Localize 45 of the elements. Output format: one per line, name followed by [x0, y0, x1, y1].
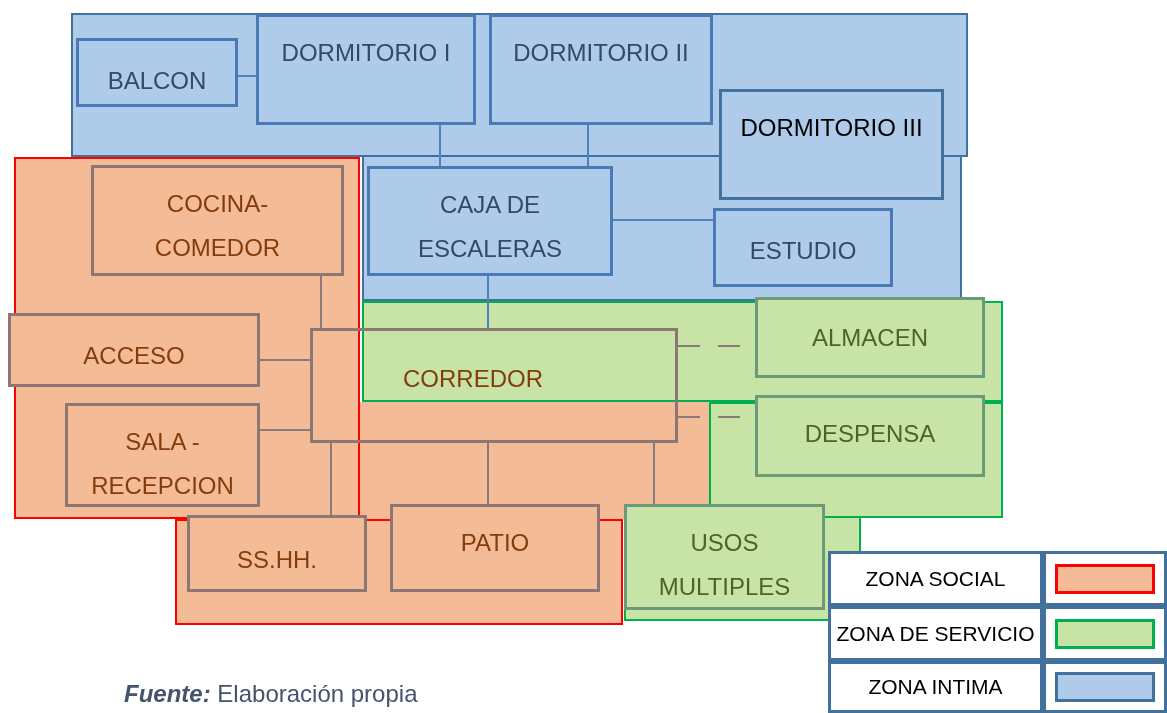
- room-box: [91, 165, 344, 276]
- room-label: SALA - RECEPCION: [90, 427, 235, 501]
- legend-label: ZONA INTIMA: [868, 675, 1003, 699]
- room-box: [390, 504, 600, 592]
- legend-label: ZONA SOCIAL: [865, 566, 1006, 591]
- connector-line: [259, 429, 311, 431]
- room-label: DORMITORIO II: [513, 38, 689, 68]
- room-label: ACCESO: [83, 341, 185, 371]
- room-label: DESPENSA: [804, 419, 936, 449]
- room-label: CORREDOR: [403, 364, 543, 394]
- connector-line: [487, 442, 489, 505]
- room-label: USOS MULTIPLES: [657, 528, 792, 602]
- room-box: [76, 38, 238, 107]
- room-box: [367, 166, 613, 276]
- room-box: [8, 313, 260, 387]
- connector-line: [320, 275, 322, 329]
- room-label: DORMITORIO I: [281, 38, 451, 68]
- room-box: [256, 14, 476, 125]
- room-box: [624, 504, 825, 610]
- room-box: [489, 14, 713, 125]
- room-label: SS.HH.: [237, 545, 317, 575]
- room-box: [187, 515, 367, 592]
- room-label: DORMITORIO III: [740, 113, 923, 143]
- room-box: [719, 89, 944, 200]
- room-label: COCINA- COMEDOR: [153, 189, 282, 263]
- room-box: [713, 208, 893, 287]
- connector-line: [487, 275, 489, 329]
- caption: Fuente: Elaboración propia: [124, 680, 418, 708]
- connector-line: [259, 359, 311, 361]
- connector-line: [439, 124, 441, 167]
- room-label: ESTUDIO: [749, 236, 857, 266]
- room-box: [755, 395, 985, 477]
- room-label: CAJA DE ESCALERAS: [416, 190, 564, 264]
- connector-line: [330, 442, 332, 516]
- connector-line: [612, 219, 714, 221]
- room-label: ALMACEN: [812, 323, 928, 353]
- room-box: [310, 328, 678, 443]
- connector-line: [653, 442, 655, 505]
- room-box: [65, 403, 260, 507]
- room-label: PATIO: [460, 528, 530, 558]
- connector-line: [587, 124, 589, 167]
- legend-label: ZONA DE SERVICIO: [836, 621, 1035, 646]
- room-box: [755, 297, 985, 378]
- room-label: BALCON: [107, 66, 207, 96]
- connector-line: [237, 75, 257, 77]
